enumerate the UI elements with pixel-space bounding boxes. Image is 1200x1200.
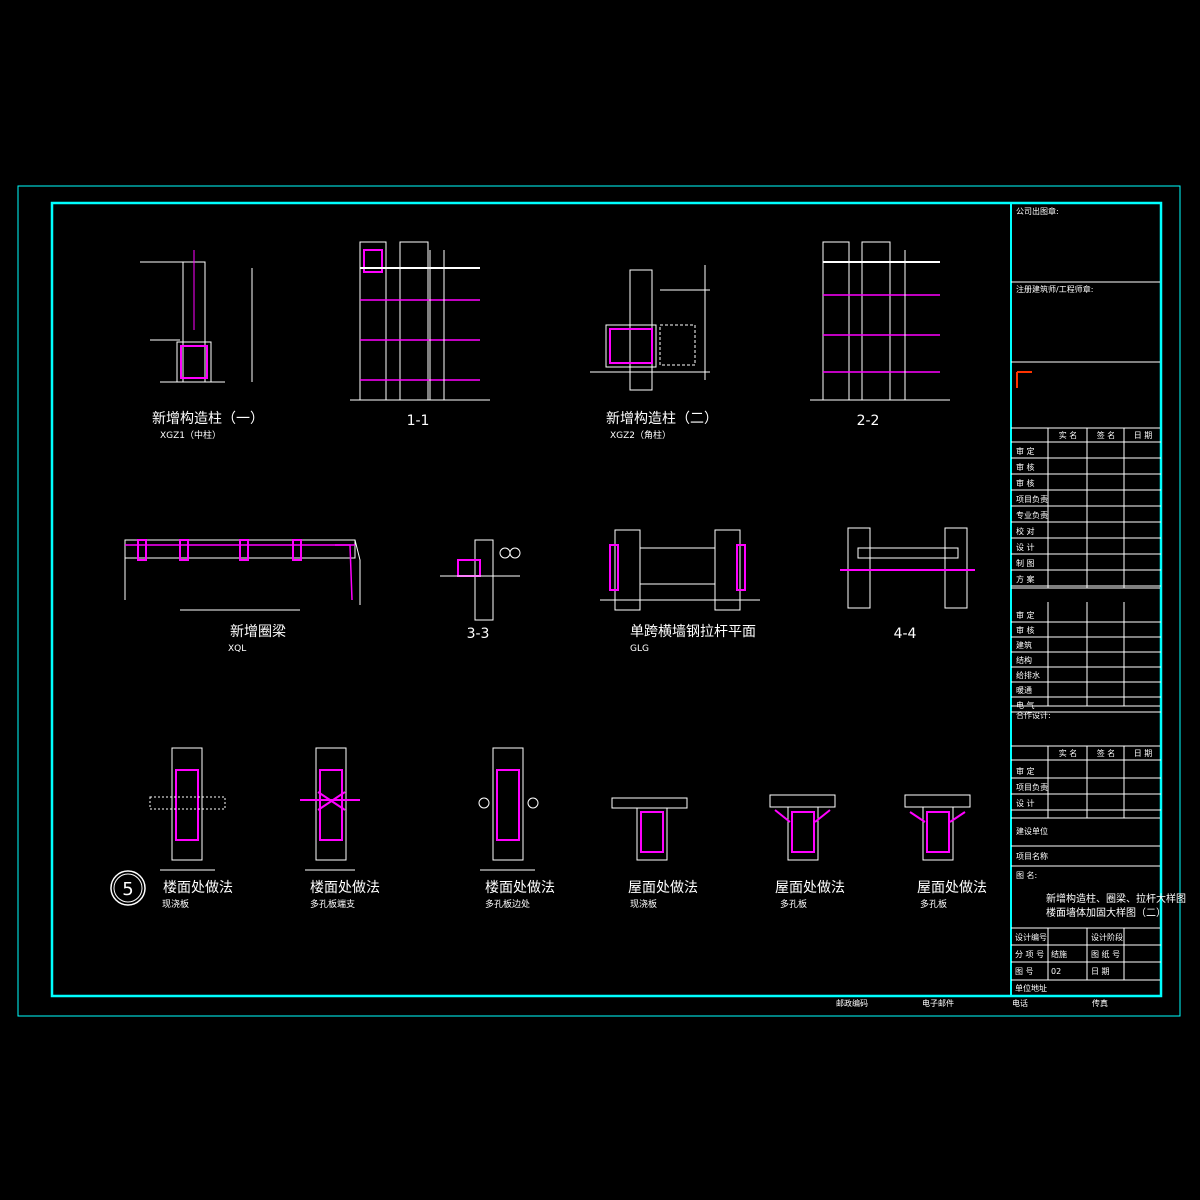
detail-roof-1 bbox=[611, 797, 688, 861]
signoff-role: 项目负责 bbox=[1016, 782, 1048, 792]
footer-email: 电子邮件 bbox=[922, 998, 954, 1008]
detail-floor-1 bbox=[149, 747, 226, 871]
detail-title: 新增构造柱（二） bbox=[606, 411, 718, 427]
signoff-grid-b bbox=[1047, 602, 1125, 706]
detail-title: 1-1 bbox=[407, 413, 430, 429]
footer-fax: 传真 bbox=[1092, 998, 1108, 1008]
outer-border bbox=[17, 185, 1181, 1017]
col-header: 日 期 bbox=[1134, 749, 1153, 758]
detail-title: 屋面处做法 bbox=[775, 880, 845, 896]
detail-title: 屋面处做法 bbox=[628, 880, 698, 896]
signoff-role: 审 核 bbox=[1016, 478, 1035, 488]
detail-title: 单跨横墙钢拉杆平面 bbox=[630, 624, 756, 640]
detail-title: 2-2 bbox=[857, 413, 880, 429]
detail-steel-tie-rod-plan bbox=[600, 529, 760, 611]
detail-new-column-2 bbox=[590, 265, 710, 391]
detail-title: 楼面处做法 bbox=[310, 880, 380, 896]
signoff-role: 审 核 bbox=[1016, 625, 1035, 635]
detail-roof-3 bbox=[904, 794, 971, 861]
signoff-role: 校 对 bbox=[1016, 526, 1035, 536]
detail-subtitle: GLG bbox=[630, 644, 649, 654]
signoff-grid-a bbox=[1011, 428, 1161, 588]
drawing-name-label: 图 名: bbox=[1016, 870, 1037, 880]
signoff-role: 专业负责 bbox=[1016, 510, 1048, 520]
signoff-role: 设 计 bbox=[1016, 542, 1035, 552]
discipline-value: 结施 bbox=[1051, 949, 1067, 959]
coop-design-label: 合作设计: bbox=[1016, 710, 1051, 720]
detail-new-column-1 bbox=[140, 250, 253, 383]
detail-subtitle: 现浇板 bbox=[162, 898, 189, 910]
sheet-marker-circle bbox=[110, 870, 146, 906]
detail-floor-2 bbox=[300, 747, 360, 871]
detail-new-ring-beam bbox=[124, 539, 361, 611]
discipline-label: 分 项 号 bbox=[1015, 950, 1044, 959]
detail-roof-2 bbox=[769, 794, 836, 861]
signoff-role: 审 核 bbox=[1016, 462, 1035, 472]
design-no-label: 设计编号 bbox=[1015, 932, 1047, 942]
detail-subtitle: XGZ1（中柱） bbox=[160, 429, 221, 441]
footer-phone: 电话 bbox=[1012, 998, 1028, 1008]
detail-subtitle: XGZ2（角柱） bbox=[610, 429, 671, 441]
col-header: 实 名 bbox=[1059, 430, 1078, 440]
signoff-role: 审 定 bbox=[1016, 446, 1035, 456]
detail-subtitle: 多孔板边处 bbox=[485, 898, 530, 910]
detail-title: 4-4 bbox=[894, 626, 917, 642]
address-label: 单位地址 bbox=[1015, 983, 1047, 993]
signoff-role: 项目负责 bbox=[1016, 494, 1048, 504]
registered-stamp-label: 注册建筑师/工程师章: bbox=[1016, 284, 1093, 294]
drawing-name-line1: 新增构造柱、圈梁、拉杆大样图 bbox=[1046, 892, 1186, 905]
signoff-role: 给排水 bbox=[1016, 670, 1040, 680]
signoff-role: 暖通 bbox=[1016, 685, 1032, 695]
signoff-role: 设 计 bbox=[1016, 798, 1035, 808]
signoff-role: 方 案 bbox=[1016, 574, 1035, 584]
detail-section-2-2 bbox=[810, 241, 950, 401]
project-label: 项目名称 bbox=[1016, 851, 1048, 861]
detail-subtitle: 现浇板 bbox=[630, 898, 657, 910]
detail-title: 楼面处做法 bbox=[485, 880, 555, 896]
col-header: 签 名 bbox=[1097, 748, 1116, 758]
detail-section-3-3 bbox=[440, 539, 521, 621]
detail-title: 新增圈梁 bbox=[230, 624, 286, 640]
phase-label: 设计阶段 bbox=[1091, 932, 1123, 942]
sheet-value: 02 bbox=[1051, 967, 1061, 976]
detail-title: 3-3 bbox=[467, 626, 490, 642]
signoff-role: 结构 bbox=[1016, 655, 1032, 665]
sheet-marker-number: 5 bbox=[122, 879, 133, 900]
detail-section-1-1 bbox=[350, 241, 490, 401]
col-header: 签 名 bbox=[1097, 430, 1116, 440]
company-stamp-label: 公司出图章: bbox=[1016, 206, 1059, 216]
detail-floor-3 bbox=[478, 747, 539, 871]
signoff-role: 审 定 bbox=[1016, 610, 1035, 620]
title-block bbox=[1011, 203, 1162, 996]
detail-title: 楼面处做法 bbox=[163, 880, 233, 896]
detail-subtitle: XQL bbox=[228, 644, 246, 654]
signoff-grid-c bbox=[1011, 746, 1161, 818]
detail-title: 新增构造柱（一） bbox=[152, 411, 264, 427]
date-label: 日 期 bbox=[1091, 967, 1110, 976]
sheet-info-grid bbox=[1011, 928, 1161, 980]
drawing-name-line2: 楼面墙体加固大样图（二） bbox=[1046, 906, 1166, 919]
detail-section-4-4 bbox=[840, 527, 975, 609]
col-header: 日 期 bbox=[1134, 431, 1153, 440]
sheet-label: 图 号 bbox=[1015, 967, 1034, 976]
detail-subtitle: 多孔板 bbox=[920, 898, 947, 910]
sheet-no-label: 图 纸 号 bbox=[1091, 949, 1120, 959]
signoff-role: 审 定 bbox=[1016, 766, 1035, 776]
signoff-role: 电 气 bbox=[1016, 700, 1035, 710]
footer-postcode: 邮政编码 bbox=[836, 998, 868, 1008]
signoff-role: 建筑 bbox=[1016, 640, 1032, 650]
client-label: 建设单位 bbox=[1016, 826, 1048, 836]
signoff-role: 制 图 bbox=[1016, 558, 1035, 568]
col-header: 实 名 bbox=[1059, 748, 1078, 758]
detail-subtitle: 多孔板端支 bbox=[310, 898, 355, 910]
detail-subtitle: 多孔板 bbox=[780, 898, 807, 910]
detail-title: 屋面处做法 bbox=[917, 880, 987, 896]
